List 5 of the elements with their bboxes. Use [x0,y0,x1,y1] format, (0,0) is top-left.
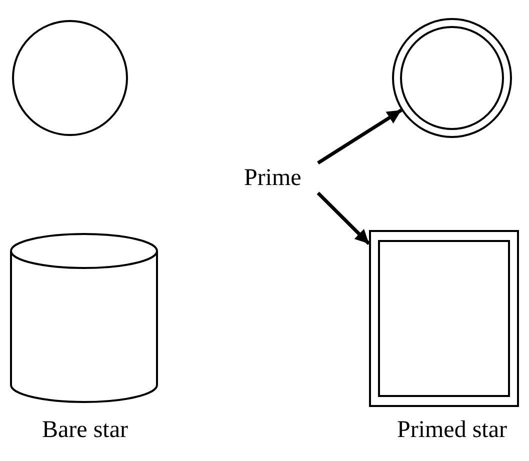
caption-label: Primed star [397,416,507,445]
shape-label: Prime [244,164,302,193]
arrow [316,192,370,246]
caption-label: Bare star [42,416,128,445]
arrow [317,108,402,164]
